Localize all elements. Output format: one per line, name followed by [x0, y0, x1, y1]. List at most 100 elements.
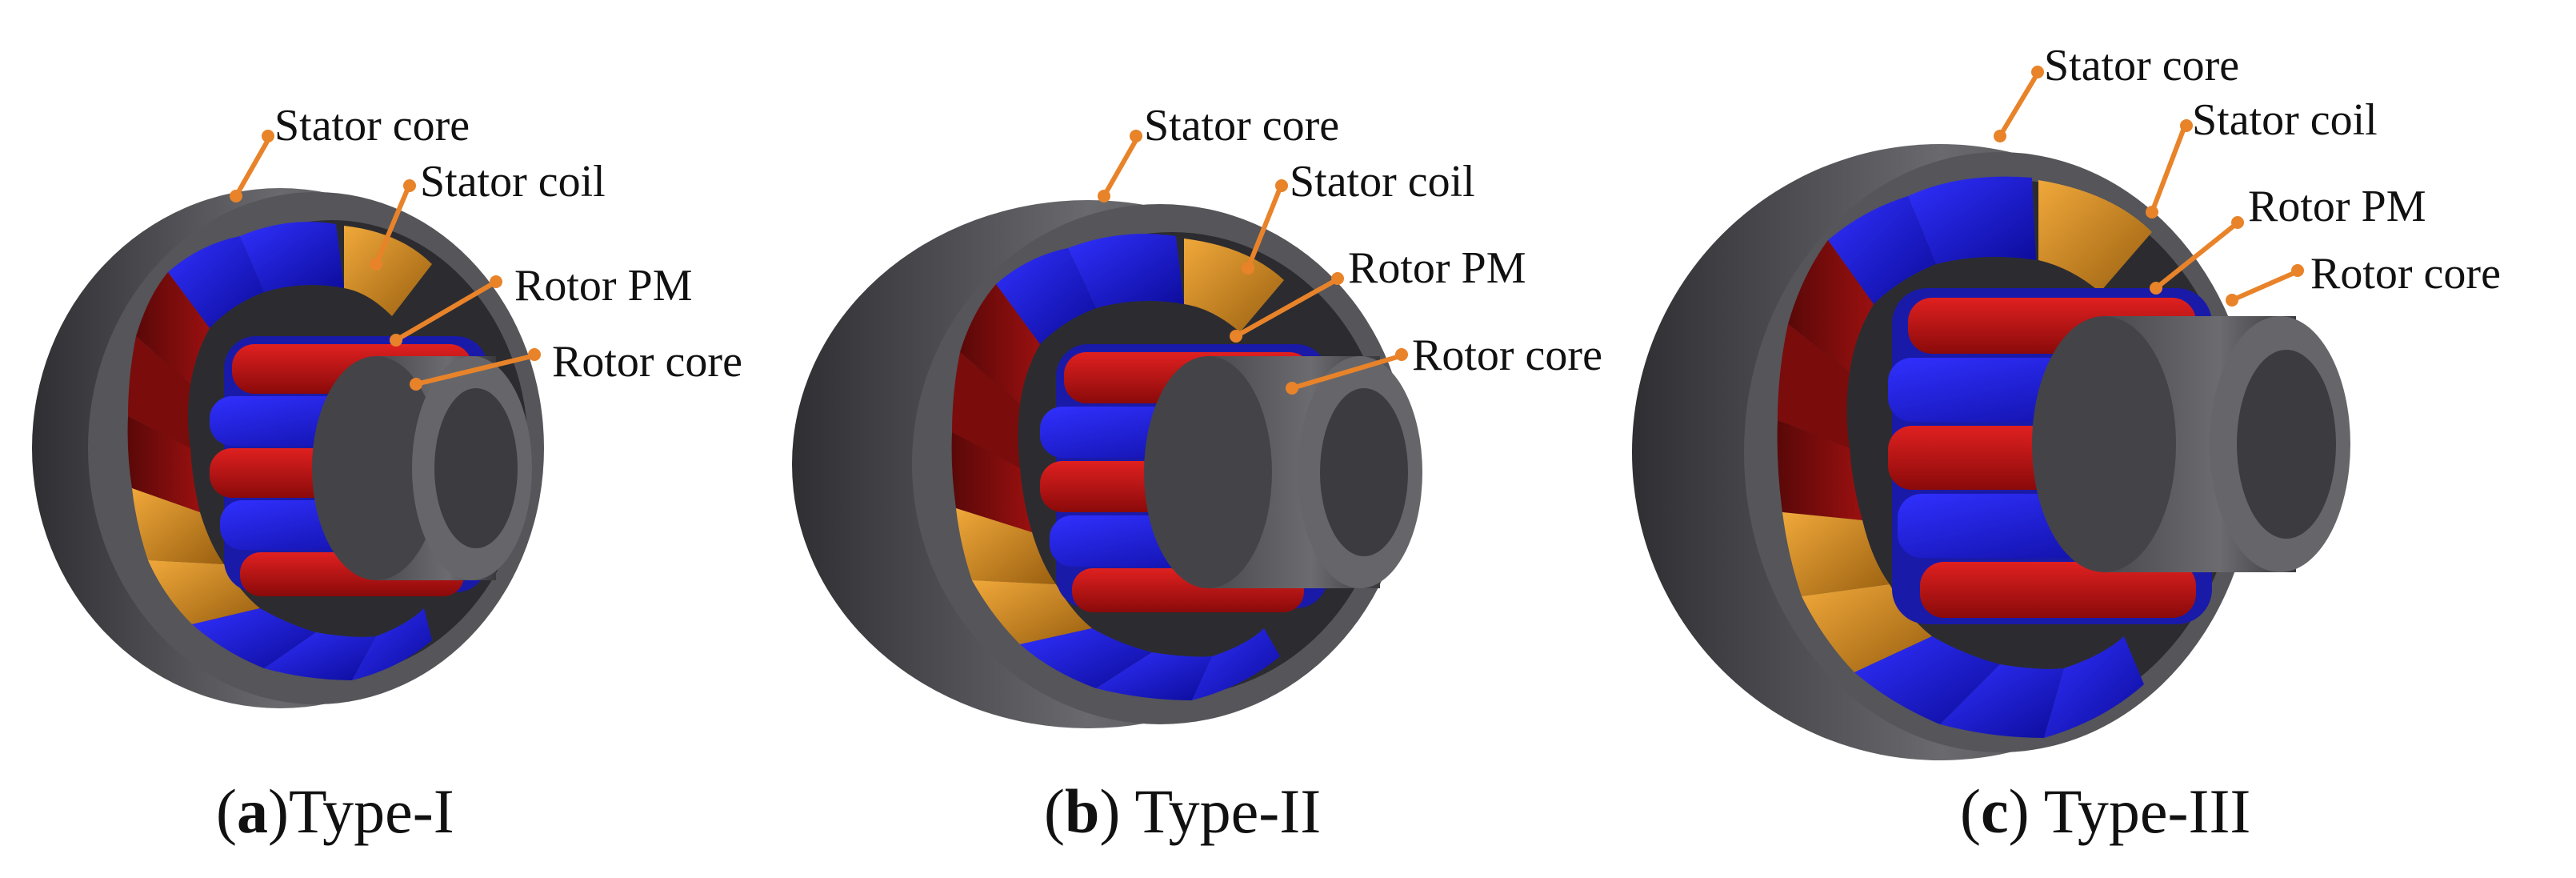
- leader-line: [374, 186, 410, 267]
- stator-tooth: [951, 432, 1032, 532]
- leader-dot: [1130, 130, 1142, 142]
- stator-tooth: [1096, 652, 1212, 700]
- leader-dot: [1331, 272, 1344, 285]
- leader-line: [1290, 354, 1402, 391]
- caption-text: Type-III: [2044, 776, 2251, 846]
- leader-line: [1234, 278, 1338, 339]
- rotor-core-bore: [2237, 350, 2336, 539]
- caption-open: (: [1960, 776, 1981, 846]
- label-stator-coil: Stator coil: [420, 157, 606, 206]
- label-stator-core: Stator core: [1144, 101, 1339, 150]
- stator-tooth: [136, 272, 210, 384]
- label-rotor-core: Rotor core: [2310, 249, 2501, 299]
- leader-dot: [2226, 294, 2238, 307]
- stator-tooth: [1940, 664, 2064, 738]
- leader-dot: [2291, 264, 2304, 277]
- stator-coil-shape: [148, 560, 260, 624]
- stator-tooth: [127, 416, 200, 512]
- caption-close: ): [268, 776, 289, 846]
- labels-a: Stator core Stator coil Rotor PM Rotor c…: [230, 101, 742, 391]
- leader-line: [2154, 222, 2238, 291]
- stator-tooth: [1192, 628, 1280, 700]
- stator-coil-shape: [1782, 512, 1890, 596]
- caption-b: (b) Type-II: [1044, 776, 1321, 846]
- stator-tooth: [1777, 420, 1862, 520]
- leader-dot: [2031, 66, 2044, 78]
- leader-dot: [230, 190, 242, 202]
- caption-c: (c) Type-III: [1960, 776, 2250, 846]
- rotor-core-back: [312, 356, 440, 580]
- leader-line: [414, 354, 534, 387]
- caption-close: ): [2009, 776, 2044, 846]
- leader-dot: [403, 179, 416, 192]
- stator-tooth: [1068, 234, 1184, 308]
- leader-dot: [2150, 282, 2162, 295]
- stator-tooth: [952, 352, 1020, 468]
- caption-open: (: [1044, 776, 1065, 846]
- stator-tooth: [1788, 240, 1874, 372]
- panel-a: Stator core Stator coil Rotor PM Rotor c…: [32, 101, 742, 846]
- caption-letter: c: [1981, 776, 2009, 846]
- caption-letter: b: [1065, 776, 1099, 846]
- stator-tooth: [128, 336, 190, 448]
- motor-drawing-c: [1632, 144, 2350, 760]
- stator-coil-shape: [344, 226, 432, 316]
- motor-drawing-b: [792, 200, 1422, 728]
- leader-dot: [1230, 330, 1242, 343]
- label-stator-core: Stator core: [274, 101, 470, 150]
- label-rotor-pm: Rotor PM: [2248, 182, 2426, 231]
- rotor-core-back: [2032, 316, 2176, 572]
- leader-dot: [1395, 348, 1408, 361]
- leader-dot: [1098, 190, 1110, 202]
- stator-tooth: [352, 608, 432, 680]
- label-stator-coil: Stator coil: [1290, 157, 1475, 206]
- leader-dot: [1275, 179, 1288, 192]
- stator-tooth: [1828, 196, 1936, 304]
- leader-dot: [1242, 262, 1254, 275]
- label-stator-core: Stator core: [2044, 41, 2239, 90]
- caption-open: (: [216, 776, 237, 846]
- leader-dot: [490, 275, 502, 288]
- leader-dot: [1286, 382, 1298, 395]
- leader-dot: [390, 334, 402, 347]
- stator-coil-shape: [956, 508, 1056, 584]
- leader-line: [234, 138, 270, 198]
- rotor-pm-red: [1920, 562, 2196, 618]
- rotor-core-bore: [1320, 388, 1408, 556]
- leader-dot: [2146, 206, 2158, 218]
- caption-letter: a: [237, 776, 268, 846]
- stator-tooth: [240, 222, 344, 292]
- caption-text: Type-I: [289, 776, 454, 846]
- caption-a: (a)Type-I: [216, 776, 454, 846]
- leader-line: [1998, 74, 2038, 138]
- label-rotor-pm: Rotor PM: [514, 261, 693, 311]
- stator-tooth: [1020, 628, 1152, 688]
- stator-coil-shape: [972, 580, 1092, 644]
- leader-line: [1246, 186, 1282, 271]
- stator-tooth: [1908, 176, 2036, 264]
- stator-coil-shape: [1184, 239, 1284, 332]
- rotor-core-back: [1144, 356, 1272, 588]
- leader-dot: [2180, 119, 2193, 132]
- stator-tooth: [1854, 636, 2000, 724]
- label-rotor-core: Rotor core: [1412, 331, 1602, 380]
- stator-tooth: [960, 284, 1040, 404]
- stator-tooth: [192, 608, 316, 668]
- caption-close: ): [1099, 776, 1134, 846]
- stator-tooth: [264, 632, 376, 680]
- stator-tooth: [996, 248, 1096, 344]
- labels-b: Stator core Stator coil Rotor PM Rotor c…: [1098, 101, 1602, 395]
- stator-tooth: [2044, 636, 2144, 738]
- panel-b: Stator core Stator coil Rotor PM Rotor c…: [792, 101, 1602, 846]
- stator-tooth: [1778, 324, 1850, 448]
- leader-dot: [370, 258, 382, 271]
- leader-line: [2230, 270, 2298, 303]
- leader-dot: [410, 378, 422, 391]
- leader-dot: [1994, 130, 2006, 142]
- stator-coil-shape: [132, 488, 224, 564]
- label-rotor-core: Rotor core: [552, 337, 742, 387]
- leader-dot: [2231, 216, 2244, 229]
- label-rotor-pm: Rotor PM: [1348, 243, 1526, 293]
